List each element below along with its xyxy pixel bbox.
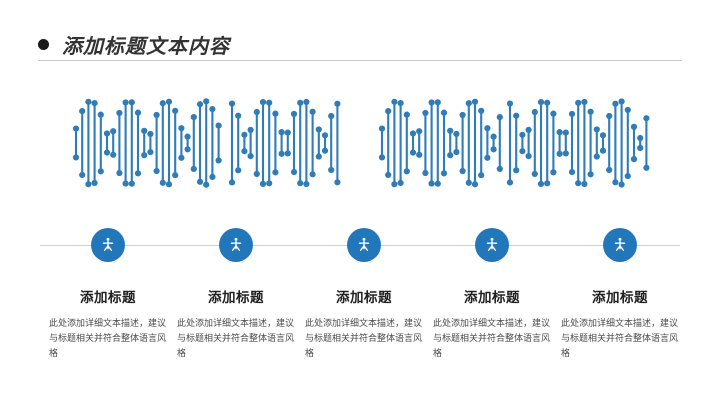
dna-helix-illustration	[0, 78, 720, 208]
person-presenting-icon[interactable]	[347, 228, 381, 262]
person-presenting-icon[interactable]	[219, 228, 253, 262]
timeline-item-2[interactable]: 添加标题 此处添加详细文本描述，建议与标题相关并符合整体语言风格	[164, 228, 308, 361]
person-presenting-icon[interactable]	[475, 228, 509, 262]
timeline-item-title: 添加标题	[464, 290, 520, 305]
page-title: 添加标题文本内容	[62, 36, 230, 58]
timeline-item-desc: 此处添加详细文本描述，建议与标题相关并符合整体语言风格	[561, 318, 679, 358]
timeline-item-desc: 此处添加详细文本描述，建议与标题相关并符合整体语言风格	[177, 318, 295, 358]
timeline-item-title: 添加标题	[208, 290, 264, 305]
header-divider	[38, 60, 682, 61]
timeline-item-title: 添加标题	[80, 290, 136, 305]
slide-header: 添加标题文本内容	[0, 0, 720, 61]
timeline-item-desc: 此处添加详细文本描述，建议与标题相关并符合整体语言风格	[433, 318, 551, 358]
person-presenting-icon[interactable]	[603, 228, 637, 262]
circle-bullet-icon	[38, 39, 49, 50]
timeline-item-1[interactable]: 添加标题 此处添加详细文本描述，建议与标题相关并符合整体语言风格	[36, 228, 180, 361]
timeline-item-desc: 此处添加详细文本描述，建议与标题相关并符合整体语言风格	[305, 318, 423, 358]
timeline-item-4[interactable]: 添加标题 此处添加详细文本描述，建议与标题相关并符合整体语言风格	[420, 228, 564, 361]
timeline-item-title: 添加标题	[336, 290, 392, 305]
dna-helix-icon	[72, 98, 650, 188]
person-presenting-icon[interactable]	[91, 228, 125, 262]
timeline-item-title: 添加标题	[592, 290, 648, 305]
timeline-item-desc: 此处添加详细文本描述，建议与标题相关并符合整体语言风格	[49, 318, 167, 358]
timeline-item-5[interactable]: 添加标题 此处添加详细文本描述，建议与标题相关并符合整体语言风格	[548, 228, 692, 361]
timeline-item-3[interactable]: 添加标题 此处添加详细文本描述，建议与标题相关并符合整体语言风格	[292, 228, 436, 361]
